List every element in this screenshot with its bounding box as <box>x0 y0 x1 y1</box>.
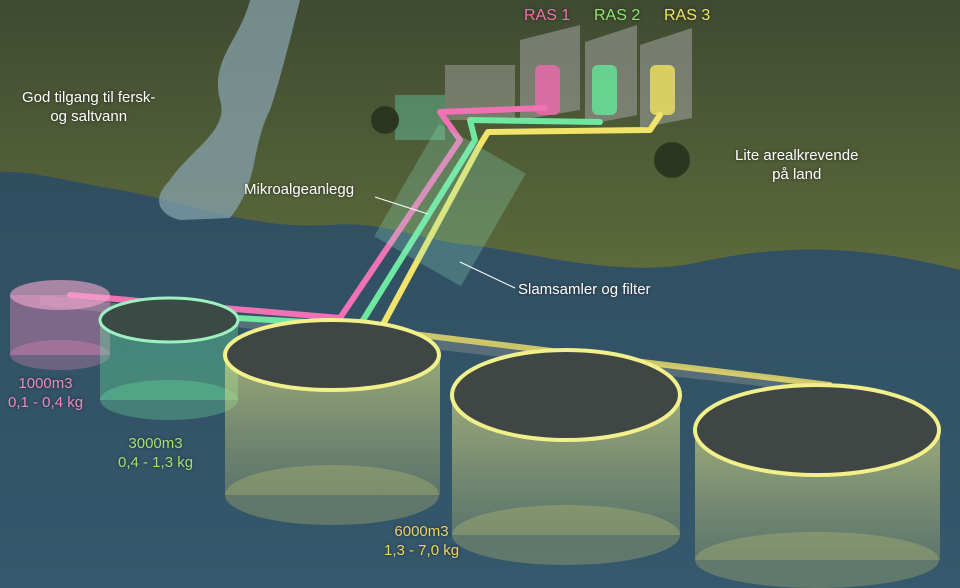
tank-volume: 3000m3 <box>128 435 183 452</box>
label-line: God tilgang til fersk- <box>22 89 156 106</box>
ras-3-label: RAS 3 <box>664 7 711 24</box>
land-use-label: Lite arealkrevende på land <box>735 146 858 184</box>
tank-3000-label: 3000m3 0,4 - 1,3 kg <box>118 434 193 472</box>
ras-2-label: RAS 2 <box>594 7 641 24</box>
ras-1-label: RAS 1 <box>524 7 571 24</box>
tank-weight: 0,4 - 1,3 kg <box>118 454 194 471</box>
tank-weight: 1,3 - 7,0 kg <box>384 542 460 559</box>
tank-1000-label: 1000m3 0,1 - 0,4 kg <box>8 374 83 412</box>
sludge-filter-label: Slamsamler og filter <box>518 281 651 298</box>
tree <box>654 142 690 178</box>
tank-6000-c <box>693 383 941 588</box>
river <box>159 0 300 220</box>
tank-weight: 0,1 - 0,4 kg <box>8 394 84 411</box>
tank-volume: 1000m3 <box>18 375 73 392</box>
tank-3000 <box>98 296 240 420</box>
microalgae-label: Mikroalgeanlegg <box>244 181 355 198</box>
sludge-leader <box>459 261 516 289</box>
tank-6000-a <box>223 318 441 525</box>
tank-6000-label: 6000m3 1,3 - 7,0 kg <box>384 522 459 560</box>
label-line: Lite arealkrevende <box>735 147 859 164</box>
tank-6000-b <box>450 348 682 565</box>
label-line: og saltvann <box>50 108 128 125</box>
microalgae-plant <box>374 123 526 287</box>
microalgae-leader <box>374 196 429 215</box>
label-line: på land <box>772 166 822 183</box>
tree <box>371 106 399 134</box>
tank-1000 <box>10 280 110 370</box>
tank-volume: 6000m3 <box>394 523 449 540</box>
fresh-salt-water-label: God tilgang til fersk- og saltvann <box>22 88 155 126</box>
